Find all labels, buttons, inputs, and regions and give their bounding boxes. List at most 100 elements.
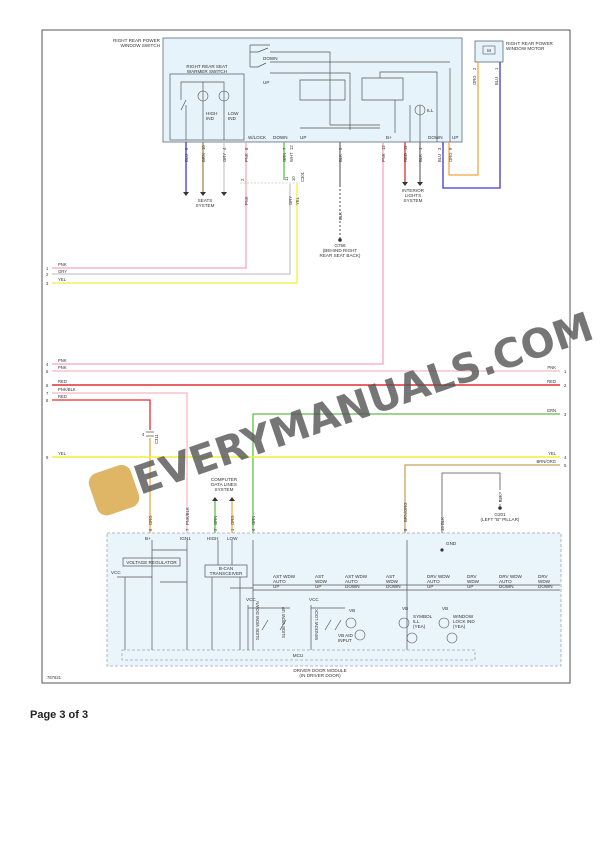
svg-text:2: 2 — [240, 178, 245, 181]
svg-text:WDW: WDW — [467, 579, 480, 584]
symbol-ill-lamp-icon — [398, 617, 410, 629]
svg-text:(IN DRIVER DOOR): (IN DRIVER DOOR) — [299, 673, 341, 678]
svg-text:10: 10 — [201, 145, 206, 150]
ground-g756: G756 (BEHIND RIGHT REAR SEAT BACK) — [320, 238, 361, 258]
svg-text:2: 2 — [564, 383, 567, 388]
svg-text:DOWN: DOWN — [499, 584, 514, 589]
svg-text:YEL: YEL — [58, 277, 67, 282]
svg-text:PNK/BLK: PNK/BLK — [58, 387, 76, 392]
svg-text:PNK: PNK — [58, 358, 67, 363]
svg-text:YEL: YEL — [295, 196, 300, 205]
svg-text:BLK: BLK — [418, 154, 423, 162]
svg-text:7: 7 — [46, 391, 49, 396]
svg-text:BRN: BRN — [201, 153, 206, 162]
svg-text:VCC: VCC — [246, 597, 256, 602]
ground-icon — [338, 238, 342, 242]
high-ind-lamp-icon — [197, 90, 209, 102]
svg-text:12: 12 — [381, 145, 386, 150]
svg-text:B+: B+ — [145, 536, 151, 541]
b-can-transceiver — [204, 564, 248, 578]
svg-text:AST WDW: AST WDW — [273, 574, 296, 579]
svg-text:LOW: LOW — [227, 536, 238, 541]
svg-text:AST: AST — [386, 574, 395, 579]
right-rear-power-window-motor: M RIGHT REAR POWER WINDOW MOTOR — [474, 40, 554, 63]
svg-text:GRN: GRN — [282, 153, 287, 162]
label-high-ind: IND — [206, 116, 215, 121]
motor-symbol: M — [487, 48, 491, 53]
motor-title-2: WINDOW MOTOR — [506, 46, 545, 51]
svg-text:IGN1: IGN1 — [180, 536, 191, 541]
svg-text:11: 11 — [403, 145, 408, 150]
right-rear-power-window-switch: RIGHT REAR POWER WINDOW SWITCH DOWN UP I… — [113, 37, 463, 143]
window-lock-lamp-icon — [438, 617, 450, 629]
svg-text:SLIDE WDW UP: SLIDE WDW UP — [281, 607, 286, 638]
svg-text:AUTO: AUTO — [273, 579, 286, 584]
svg-text:VCC: VCC — [111, 570, 121, 575]
svg-text:AST WDW: AST WDW — [345, 574, 368, 579]
svg-text:RED: RED — [403, 153, 408, 162]
label-up: UP — [263, 80, 269, 85]
svg-text:G201: G201 — [494, 512, 506, 517]
svg-text:8: 8 — [244, 147, 249, 150]
page-indicator: Page 3 of 3 — [30, 709, 89, 721]
svg-text:DOWN: DOWN — [345, 584, 360, 589]
svg-text:TRANSCEIVER: TRANSCEIVER — [210, 571, 243, 576]
svg-text:BLU: BLU — [494, 77, 499, 85]
transistor-icon — [354, 629, 366, 641]
svg-text:GRY: GRY — [288, 196, 293, 205]
svg-text:LOCK IND: LOCK IND — [453, 619, 475, 624]
label-high: HIGH — [206, 111, 217, 116]
svg-text:6: 6 — [184, 147, 189, 150]
ground-g201: G201 (LEFT "B" PILLAR) — [481, 506, 520, 522]
ground-icon — [498, 506, 502, 510]
svg-text:(BEHIND RIGHT: (BEHIND RIGHT — [323, 248, 358, 253]
svg-text:WDW: WDW — [315, 579, 328, 584]
label-pin-up: UP — [300, 135, 306, 140]
svg-text:6: 6 — [46, 383, 49, 388]
svg-text:SYSTEM: SYSTEM — [404, 198, 423, 203]
svg-text:GRN: GRN — [213, 516, 218, 525]
label-low: LOW — [228, 111, 239, 116]
svg-text:VCC: VCC — [309, 597, 319, 602]
svg-text:4: 4 — [46, 362, 49, 367]
label-low-ind: IND — [228, 116, 237, 121]
svg-text:SYSTEM: SYSTEM — [196, 203, 215, 208]
svg-text:GRY: GRY — [222, 153, 227, 162]
svg-text:SEATS: SEATS — [198, 198, 213, 203]
svg-text:SLIDE WDW DOWN: SLIDE WDW DOWN — [255, 601, 260, 640]
svg-text:4: 4 — [251, 528, 256, 531]
svg-text:ORG: ORG — [230, 515, 235, 525]
svg-text:UP: UP — [427, 584, 433, 589]
svg-text:ORG: ORG — [472, 75, 477, 85]
svg-text:INTERIOR: INTERIOR — [402, 188, 425, 193]
svg-text:PNK/BLK: PNK/BLK — [185, 507, 190, 525]
svg-text:5: 5 — [46, 369, 49, 374]
svg-text:11: 11 — [284, 176, 289, 181]
svg-text:BLK: BLK — [338, 154, 343, 162]
top-wires — [52, 62, 501, 365]
svg-text:12: 12 — [289, 145, 294, 150]
transistor-icon — [406, 632, 418, 644]
motor-title: RIGHT REAR POWER — [506, 41, 554, 46]
ill-lamp-icon — [414, 104, 426, 116]
svg-text:2: 2 — [46, 272, 49, 277]
svg-text:3: 3 — [46, 281, 49, 286]
svg-text:BRN/ORG: BRN/ORG — [403, 502, 408, 522]
switch-title-2: WINDOW SWITCH — [120, 43, 160, 48]
svg-text:6: 6 — [148, 528, 153, 531]
svg-text:SYSTEM: SYSTEM — [215, 487, 234, 492]
svg-text:1: 1 — [418, 147, 423, 150]
svg-text:GND: GND — [446, 541, 457, 546]
label-pin-down: DOWN — [273, 135, 288, 140]
svg-text:YEL: YEL — [548, 451, 557, 456]
svg-text:DOWN: DOWN — [538, 584, 553, 589]
svg-text:3: 3 — [437, 147, 442, 150]
switch-title: RIGHT REAR POWER — [113, 38, 161, 43]
svg-text:3: 3 — [564, 412, 567, 417]
low-ind-lamp-icon — [218, 90, 230, 102]
svg-text:UP: UP — [467, 584, 473, 589]
svg-text:B-CAN: B-CAN — [219, 566, 233, 571]
